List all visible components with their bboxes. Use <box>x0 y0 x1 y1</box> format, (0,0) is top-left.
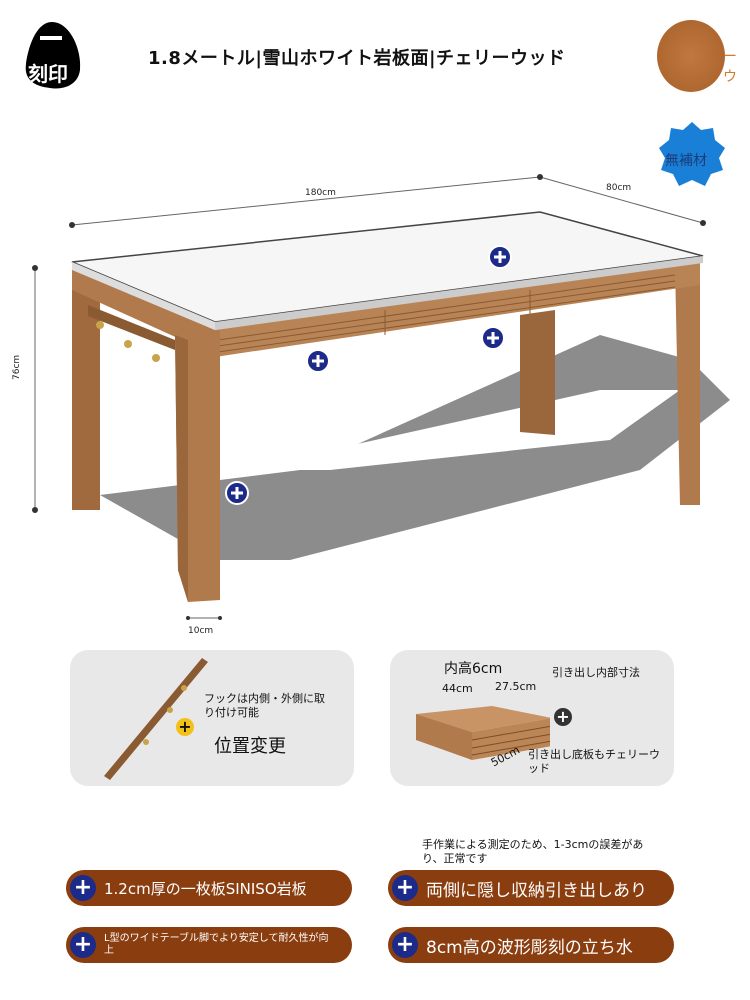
plus-icon: + <box>70 875 96 901</box>
drawer-panel: 内高6cm 引き出し内部寸法 44cm 27.5cm 50cm + 引き出し底板… <box>390 650 674 786</box>
swatch-label: ーウ <box>723 49 737 85</box>
badge-icon <box>659 122 725 186</box>
feature-pill: + 8cm高の波形彫刻の立ち水 <box>388 927 674 963</box>
hook-rail-image <box>104 658 208 780</box>
hotspot-markers <box>225 245 512 505</box>
feature-label: 8cm高の波形彫刻の立ち水 <box>426 937 633 958</box>
dimension-lines <box>34 176 704 619</box>
feature-pill: + 1.2cm厚の一枚板SINISO岩板 <box>66 870 352 906</box>
drawer-inner-height: 内高6cm <box>444 661 503 677</box>
plus-icon: + <box>392 875 418 901</box>
hook-note: フックは内側・外側に取り付け可能 <box>204 692 325 719</box>
drawer-title: 引き出し内部寸法 <box>552 666 640 679</box>
feature-pill: + 両側に隠し収納引き出しあり <box>388 870 674 906</box>
feature-pill: + L型のワイドテーブル脚でより安定して耐久性が向上 <box>66 927 352 963</box>
badge-label: 無補材 <box>665 153 707 169</box>
drawer-note: 引き出し底板もチェリーウッド <box>528 748 660 775</box>
drawer-image <box>416 706 550 760</box>
hook-panel: フックは内側・外側に取り付け可能 + 位置変更 <box>70 650 354 786</box>
depth-dimension: 80cm <box>606 183 632 193</box>
stamp-logo <box>25 22 81 89</box>
plus-icon: + <box>392 932 418 958</box>
feature-label: 1.2cm厚の一枚板SINISO岩板 <box>104 879 307 898</box>
product-title: 1.8メートル|雪山ホワイト岩板面|チェリーウッド <box>148 48 566 69</box>
drawer-width-2: 27.5cm <box>495 680 537 693</box>
plus-icon: + <box>70 932 96 958</box>
color-swatch <box>657 20 725 92</box>
feature-label: L型のワイドテーブル脚でより安定して耐久性が向上 <box>104 933 329 956</box>
stamp-label: 刻印 <box>28 62 68 86</box>
length-dimension: 180cm <box>305 188 336 198</box>
table-illustration <box>32 174 730 620</box>
height-dimension: 76cm <box>12 354 22 380</box>
hook-heading: 位置変更 <box>214 736 286 757</box>
feature-label: 両側に隠し収納引き出しあり <box>426 880 647 901</box>
leg-width-dimension: 10cm <box>188 626 214 636</box>
drawer-width-1: 44cm <box>442 682 473 695</box>
plus-icon: + <box>554 708 572 726</box>
measurement-disclaimer: 手作業による測定のため、1-3cmの誤差があり、正常です <box>422 838 644 865</box>
plus-icon: + <box>176 718 194 736</box>
